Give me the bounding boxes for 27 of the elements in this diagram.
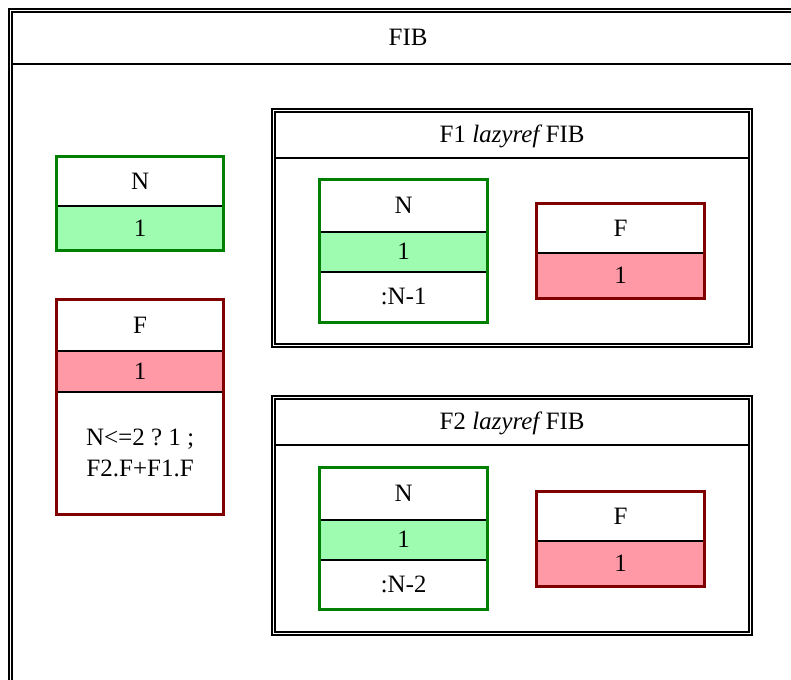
- attribute-box: [55, 155, 225, 252]
- value-label: 1: [538, 540, 703, 585]
- value-label: 1: [321, 519, 486, 559]
- name-label: F: [132, 310, 148, 341]
- expression-label: N<=2 ? 1 ; F2.F+F1.F: [58, 391, 222, 513]
- attribute-box: [535, 490, 706, 588]
- expression-label: :N-1: [321, 271, 486, 321]
- nested-frame-box: [271, 395, 753, 636]
- attribute-box: [55, 298, 225, 516]
- name-label: N: [393, 191, 414, 222]
- name-label: N: [393, 479, 414, 510]
- value-label: 1: [58, 205, 222, 249]
- attribute-box: [318, 466, 489, 611]
- nested-frame-box: [271, 108, 753, 348]
- name-label: N: [130, 167, 150, 198]
- frame-title: F1 lazyref FIB: [276, 113, 748, 159]
- value-label: 1: [321, 231, 486, 271]
- expression-label: :N-2: [321, 559, 486, 608]
- attribute-box: [535, 202, 706, 300]
- name-label: F: [612, 214, 628, 244]
- value-label: 1: [538, 252, 703, 297]
- name-label: F: [612, 502, 628, 532]
- frame-title: FIB: [13, 13, 791, 65]
- frame-title: F2 lazyref FIB: [276, 400, 748, 446]
- value-label: 1: [58, 350, 222, 391]
- attribute-box: [318, 178, 489, 324]
- frame-box: [8, 8, 791, 680]
